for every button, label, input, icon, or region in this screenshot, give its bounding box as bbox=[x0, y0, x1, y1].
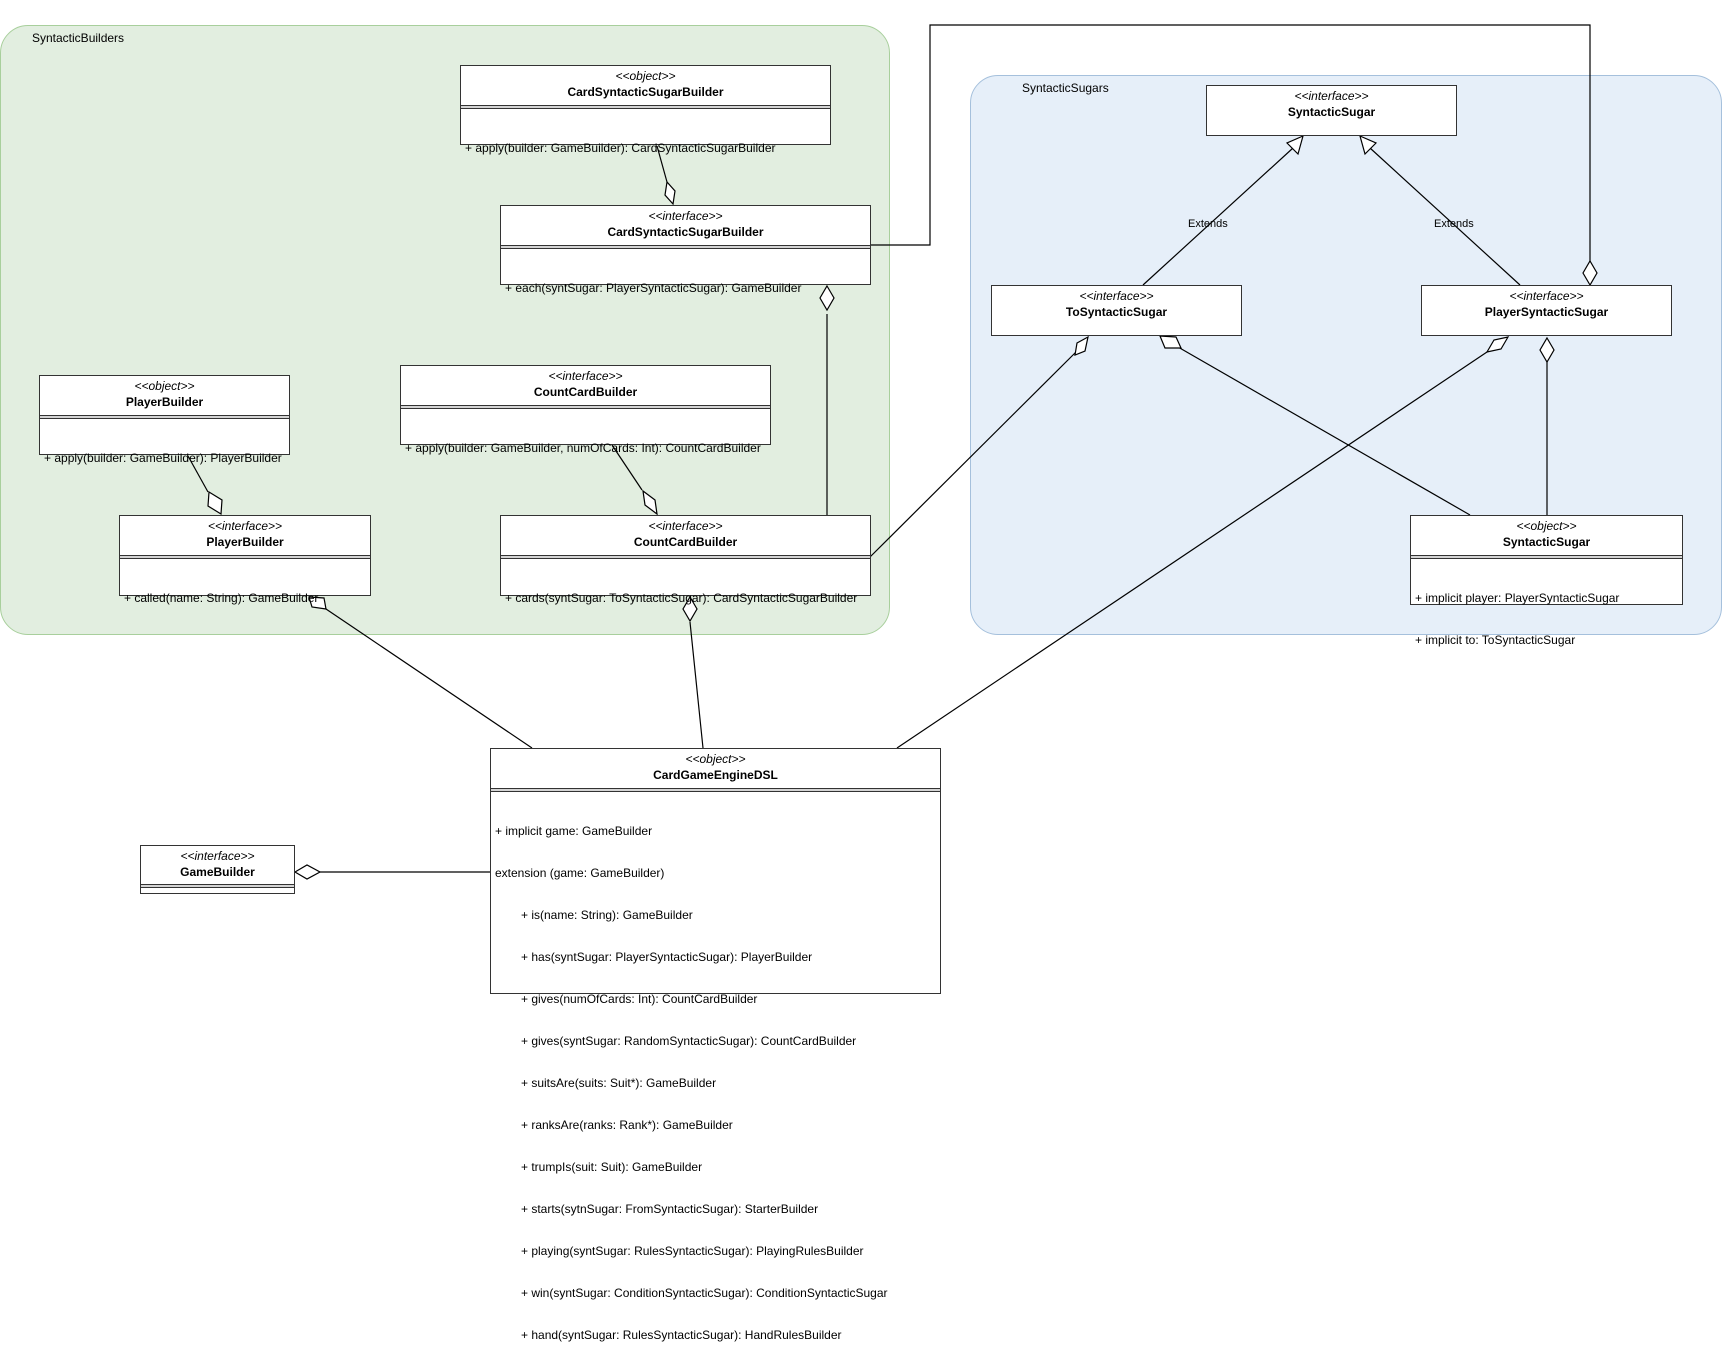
class-member: + each(syntSugar: PlayerSyntacticSugar):… bbox=[505, 281, 802, 295]
class-member: + trumpIs(suit: Suit): GameBuilder bbox=[521, 1160, 703, 1174]
class-member: + suitsAre(suits: Suit*): GameBuilder bbox=[521, 1076, 717, 1090]
class-member: + implicit to: ToSyntacticSugar bbox=[1415, 633, 1576, 647]
stereotype: <<interface>> bbox=[1294, 89, 1369, 103]
class-to-syntactic-sugar-interface[interactable]: <<interface>> ToSyntacticSugar bbox=[991, 285, 1242, 336]
stereotype: <<interface>> bbox=[648, 209, 723, 223]
extends-label: Extends bbox=[1188, 218, 1228, 230]
class-player-builder-interface[interactable]: <<interface>> PlayerBuilder + called(nam… bbox=[119, 515, 371, 605]
stereotype: <<interface>> bbox=[180, 849, 255, 863]
class-member: + implicit player: PlayerSyntacticSugar bbox=[1415, 591, 1620, 605]
class-card-syntactic-sugar-builder-interface[interactable]: <<interface>> CardSyntacticSugarBuilder … bbox=[500, 205, 871, 295]
class-member: + apply(builder: GameBuilder): PlayerBui… bbox=[44, 451, 282, 465]
class-name: PlayerSyntacticSugar bbox=[1484, 305, 1609, 319]
package-title: SyntacticSugars bbox=[1022, 81, 1109, 95]
class-player-builder-object[interactable]: <<object>> PlayerBuilder + apply(builder… bbox=[39, 375, 290, 465]
stereotype: <<interface>> bbox=[207, 519, 283, 533]
class-name: SyntacticSugar bbox=[1502, 535, 1591, 549]
class-name: ToSyntacticSugar bbox=[1065, 305, 1168, 319]
stereotype: <<interface>> bbox=[1509, 289, 1584, 303]
class-name: CardSyntacticSugarBuilder bbox=[607, 225, 764, 239]
class-member: + is(name: String): GameBuilder bbox=[521, 908, 693, 922]
class-member: + win(syntSugar: ConditionSyntacticSugar… bbox=[521, 1286, 888, 1300]
class-name: GameBuilder bbox=[180, 865, 255, 879]
stereotype: <<object>> bbox=[615, 69, 676, 83]
class-name: CardSyntacticSugarBuilder bbox=[567, 85, 724, 99]
stereotype: <<interface>> bbox=[548, 369, 623, 383]
stereotype: <<object>> bbox=[134, 379, 195, 393]
class-count-card-builder-interface[interactable]: <<interface>> CountCardBuilder + cards(s… bbox=[500, 515, 871, 605]
stereotype: <<object>> bbox=[1516, 519, 1577, 533]
class-member: + implicit game: GameBuilder bbox=[495, 824, 653, 838]
class-member: + playing(syntSugar: RulesSyntacticSugar… bbox=[521, 1244, 864, 1258]
stereotype: <<interface>> bbox=[648, 519, 723, 533]
class-member: + called(name: String): GameBuilder bbox=[124, 591, 319, 605]
package-title: SyntacticBuilders bbox=[32, 31, 125, 45]
class-card-syntactic-sugar-builder-object[interactable]: <<object>> CardSyntacticSugarBuilder + a… bbox=[460, 65, 831, 155]
class-syntactic-sugar-interface[interactable]: <<interface>> SyntacticSugar bbox=[1206, 85, 1457, 136]
class-name: CardGameEngineDSL bbox=[653, 768, 778, 782]
class-member: + apply(builder: GameBuilder, numOfCards… bbox=[405, 441, 761, 455]
class-member: extension (game: GameBuilder) bbox=[495, 866, 665, 880]
class-member: + gives(numOfCards: Int): CountCardBuild… bbox=[521, 992, 758, 1006]
class-count-card-builder-interface-top[interactable]: <<interface>> CountCardBuilder + apply(b… bbox=[400, 365, 771, 455]
class-name: CountCardBuilder bbox=[633, 535, 738, 549]
class-member: + has(syntSugar: PlayerSyntacticSugar): … bbox=[521, 950, 813, 964]
class-game-builder-interface[interactable]: <<interface>> GameBuilder bbox=[140, 845, 295, 894]
class-member: + starts(sytnSugar: FromSyntacticSugar):… bbox=[521, 1202, 819, 1216]
class-name: SyntacticSugar bbox=[1287, 105, 1376, 119]
class-name: PlayerBuilder bbox=[125, 395, 204, 409]
class-card-game-engine-dsl[interactable]: <<object>> CardGameEngineDSL + implicit … bbox=[490, 748, 941, 1342]
class-member: + hand(syntSugar: RulesSyntacticSugar): … bbox=[521, 1328, 842, 1342]
extends-label: Extends bbox=[1434, 218, 1474, 230]
class-player-syntactic-sugar-interface[interactable]: <<interface>> PlayerSyntacticSugar bbox=[1421, 285, 1672, 336]
class-member: + ranksAre(ranks: Rank*): GameBuilder bbox=[521, 1118, 733, 1132]
class-member: + apply(builder: GameBuilder): CardSynta… bbox=[465, 141, 776, 155]
class-name: PlayerBuilder bbox=[206, 535, 284, 549]
class-member: + cards(syntSugar: ToSyntacticSugar): Ca… bbox=[505, 591, 858, 605]
class-syntactic-sugar-object[interactable]: <<object>> SyntacticSugar + implicit pla… bbox=[1410, 515, 1683, 647]
stereotype: <<interface>> bbox=[1079, 289, 1154, 303]
class-member: + gives(syntSugar: RandomSyntacticSugar)… bbox=[521, 1034, 857, 1048]
class-name: CountCardBuilder bbox=[533, 385, 638, 399]
stereotype: <<object>> bbox=[685, 752, 746, 766]
association-edges bbox=[187, 24, 1598, 880]
